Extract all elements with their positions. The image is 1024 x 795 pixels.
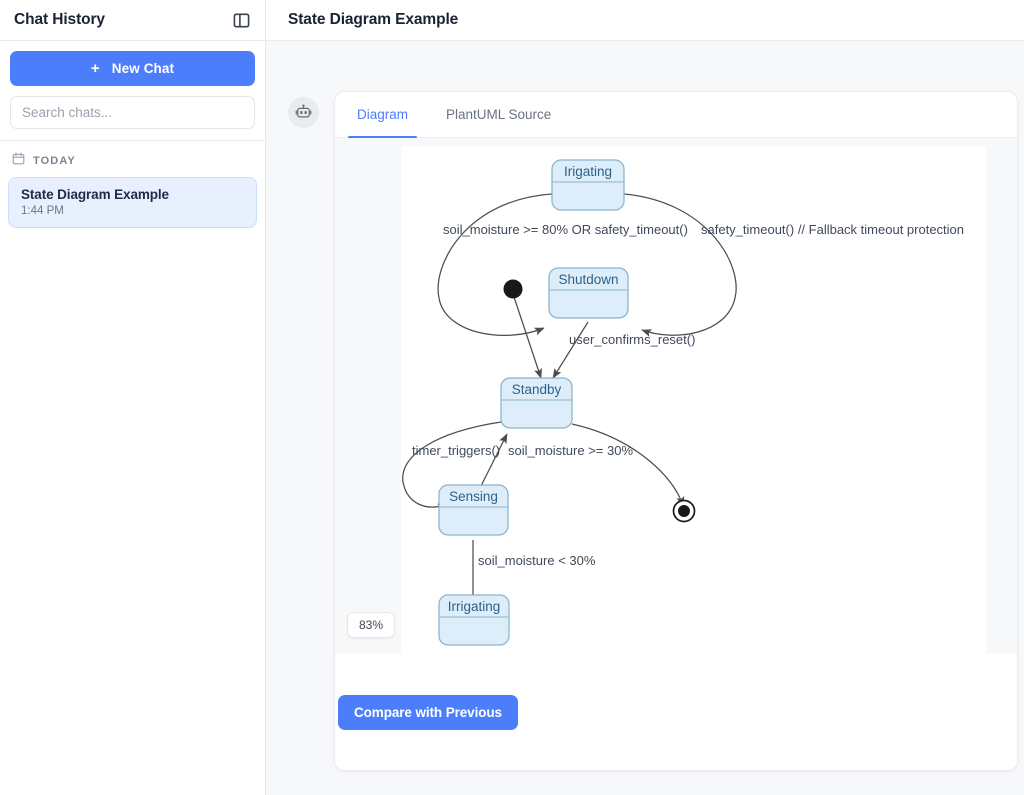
chat-item-time: 1:44 PM [21, 205, 64, 217]
conversation-area: Diagram PlantUML Source [266, 41, 1024, 795]
transition-label: timer_triggers() [412, 443, 500, 458]
chat-item-title: State Diagram Example [21, 187, 169, 202]
transition-labels: soil_moisture >= 80% OR safety_timeout()… [412, 222, 964, 568]
chat-list: State Diagram Example 1:44 PM [0, 177, 265, 228]
state-label: Irrigating [448, 599, 501, 614]
diagram-stage[interactable]: Irigating Shutdown Standby [335, 138, 1017, 654]
sidebar-header: Chat History [0, 0, 265, 41]
tab-diagram-label: Diagram [357, 107, 409, 122]
chat-group-header: TODAY [0, 141, 265, 177]
transition-label: safety_timeout() // Fallback timeout pro… [701, 222, 964, 237]
state-label: Irigating [564, 164, 612, 179]
sidebar-divider [0, 140, 265, 141]
main-header: State Diagram Example [266, 0, 1024, 41]
sidebar: Chat History + New Chat [0, 0, 266, 795]
transition-label: soil_moisture >= 80% OR safety_timeout() [443, 222, 688, 237]
diagram-canvas-background [401, 146, 986, 654]
calendar-icon [12, 152, 25, 170]
state-node-standby[interactable]: Standby [500, 377, 573, 429]
state-node-irrigating-bottom[interactable]: Irrigating [438, 594, 510, 646]
state-node-sensing[interactable]: Sensing [438, 484, 509, 536]
panel-toggle-icon[interactable] [231, 10, 251, 30]
diagram-edges [402, 193, 737, 605]
compare-with-previous-button[interactable]: Compare with Previous [338, 694, 518, 730]
main-panel: State Diagram Example [266, 0, 1024, 795]
transition-label: user_confirms_reset() [569, 332, 695, 347]
tab-plantuml-source[interactable]: PlantUML Source [442, 92, 555, 138]
diagram-card: Diagram PlantUML Source [334, 91, 1018, 771]
chat-list-item-state-diagram-example[interactable]: State Diagram Example 1:44 PM [8, 177, 257, 228]
state-node-shutdown[interactable]: Shutdown [548, 267, 629, 319]
sidebar-actions: + New Chat [0, 41, 265, 86]
page-title: State Diagram Example [288, 11, 459, 28]
initial-state-node [503, 279, 523, 299]
plus-icon: + [90, 60, 100, 77]
assistant-message: Diagram PlantUML Source [288, 91, 1018, 771]
state-label: Shutdown [558, 272, 618, 287]
final-state-node [672, 499, 696, 523]
transition-label: soil_moisture < 30% [478, 553, 596, 568]
state-label: Standby [512, 382, 562, 397]
new-chat-button[interactable]: + New Chat [10, 51, 255, 86]
search-container [0, 86, 265, 140]
chat-group-label: TODAY [33, 155, 76, 167]
robot-icon [288, 97, 319, 128]
new-chat-label: New Chat [111, 61, 175, 76]
state-label: Sensing [449, 489, 498, 504]
card-tabs: Diagram PlantUML Source [335, 92, 1017, 139]
tab-plantuml-source-label: PlantUML Source [446, 107, 552, 122]
state-node-irigating-top[interactable]: Irigating [551, 159, 625, 211]
transition-label: soil_moisture >= 30% [508, 443, 633, 458]
search-input[interactable] [10, 96, 255, 129]
state-diagram-svg[interactable]: Irigating Shutdown Standby [335, 138, 1017, 654]
tab-diagram[interactable]: Diagram [347, 92, 418, 139]
sidebar-title: Chat History [14, 11, 105, 28]
zoom-level-badge[interactable]: 83% [347, 612, 396, 638]
card-footer: Compare with Previous [335, 654, 1017, 770]
